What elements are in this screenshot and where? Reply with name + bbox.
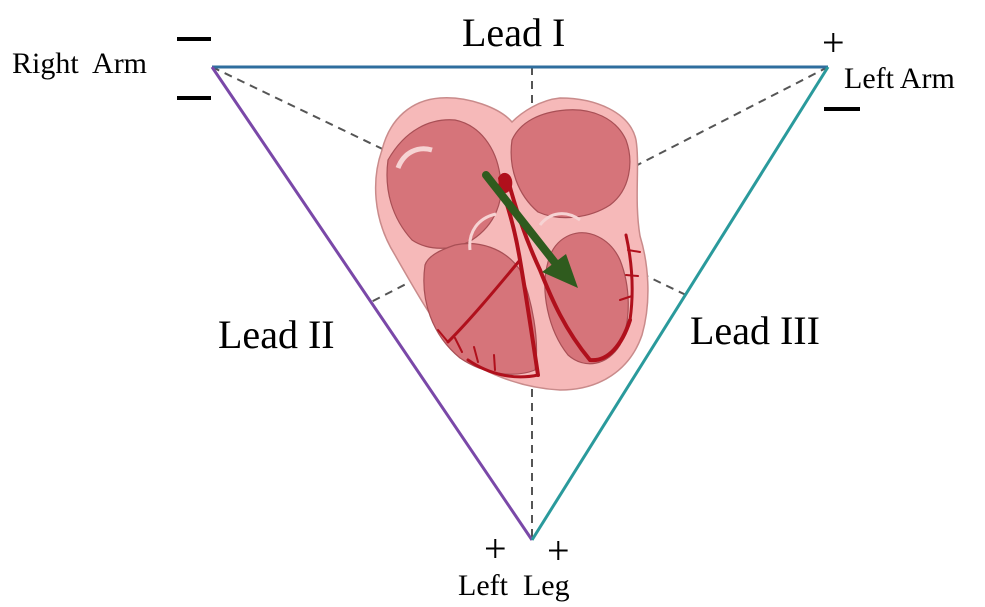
left-arm-plus-sign: +: [822, 20, 845, 65]
heart-illustration: [376, 98, 648, 390]
left-leg-plus-sign-right: +: [547, 528, 570, 573]
right-arm-label: Right Arm: [12, 47, 147, 80]
lead-ii-label: Lead II: [218, 312, 335, 357]
right-atrium: [387, 120, 501, 248]
right-arm-minus-sign-bottom: [177, 96, 211, 100]
right-arm-minus-sign-top: [177, 37, 211, 41]
left-atrium: [511, 110, 630, 218]
left-leg-plus-sign-left: +: [484, 526, 507, 571]
lead-i-label: Lead I: [462, 10, 565, 55]
left-arm-label: Left Arm: [844, 62, 955, 95]
left-leg-label: Left Leg: [458, 569, 570, 602]
lead-iii-label: Lead III: [690, 308, 820, 353]
left-arm-minus-sign: [824, 107, 860, 111]
